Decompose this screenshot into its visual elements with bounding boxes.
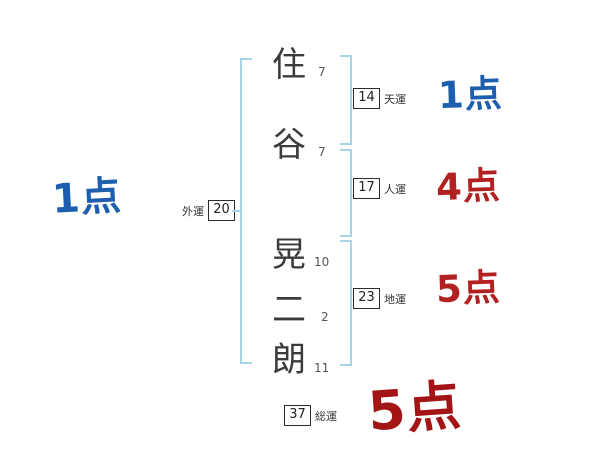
earth-fortune-label: 地運 bbox=[384, 293, 406, 306]
earth-fortune-score: 5点 bbox=[435, 265, 502, 312]
stroke-count-3: 10 bbox=[314, 255, 330, 269]
heaven-fortune-label: 天運 bbox=[384, 93, 406, 106]
total-fortune-score: 5点 bbox=[365, 373, 464, 444]
name-char-1: 住 bbox=[272, 45, 306, 85]
name-char-4: 二 bbox=[272, 290, 306, 330]
stroke-count-1: 7 bbox=[318, 65, 326, 79]
stroke-count-5: 11 bbox=[314, 361, 330, 375]
name-char-2: 谷 bbox=[272, 125, 306, 165]
earth-fortune-value-box: 23 bbox=[353, 288, 380, 309]
person-fortune-bracket bbox=[340, 149, 352, 237]
person-fortune-score: 4点 bbox=[435, 163, 502, 210]
heaven-fortune-score: 1点 bbox=[437, 71, 504, 118]
outer-fortune-value-box: 20 bbox=[208, 200, 235, 221]
heaven-fortune-bracket bbox=[340, 55, 352, 145]
person-fortune-value-box: 17 bbox=[353, 178, 380, 199]
total-fortune-label: 総運 bbox=[315, 410, 337, 423]
heaven-fortune-value-box: 14 bbox=[353, 88, 380, 109]
outer-fortune-bracket bbox=[240, 58, 252, 364]
stroke-count-4: 2 bbox=[321, 310, 329, 324]
outer-fortune-bracket-tick bbox=[232, 210, 241, 212]
name-char-5: 朗 bbox=[272, 340, 306, 380]
person-fortune-label: 人運 bbox=[384, 183, 406, 196]
name-char-3: 晃 bbox=[272, 235, 306, 275]
outer-fortune-label: 外運 bbox=[182, 205, 204, 218]
stroke-count-2: 7 bbox=[318, 145, 326, 159]
total-fortune-value-box: 37 bbox=[284, 405, 311, 426]
outer-fortune-score: 1点 bbox=[50, 173, 123, 223]
earth-fortune-bracket bbox=[340, 240, 352, 366]
